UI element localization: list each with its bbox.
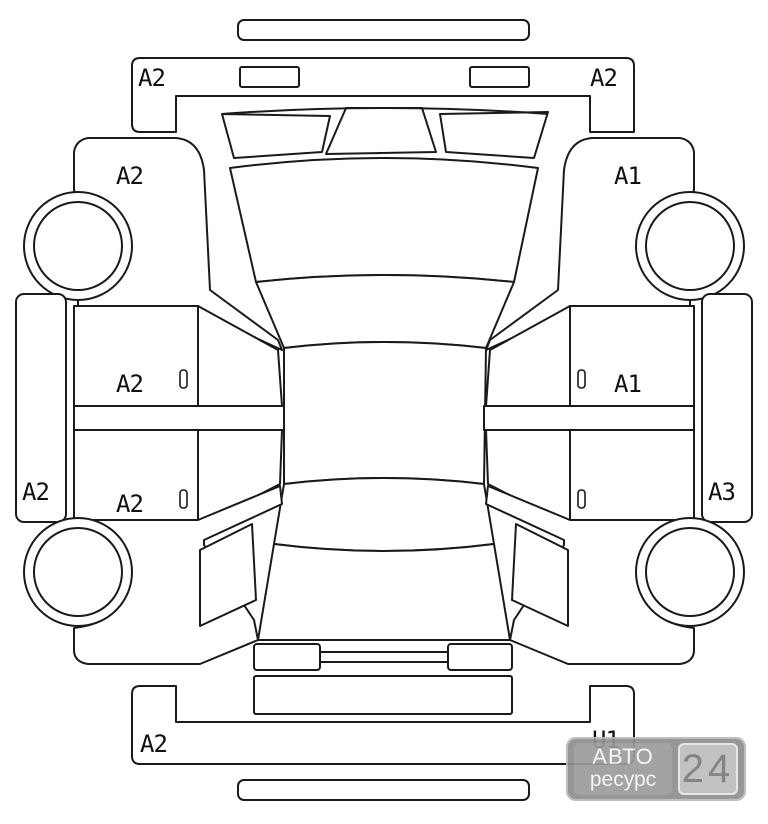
left-front-handle <box>179 369 188 389</box>
watermark-number: 24 <box>678 743 738 795</box>
right-front-rim <box>645 201 735 291</box>
left-rear-rim <box>33 527 123 617</box>
right-rear-door-outer <box>569 429 695 527</box>
windshield <box>255 274 515 349</box>
trunk-lid <box>257 543 511 641</box>
code-left-rocker: A2 <box>22 478 50 506</box>
front-right-lamp <box>469 66 530 88</box>
watermark-line1: АВТО <box>592 744 654 769</box>
left-headlight <box>221 113 331 159</box>
code-left-front-fender: A2 <box>116 162 144 190</box>
code-front-bumper-right: A2 <box>590 64 618 92</box>
code-right-front-fender: A1 <box>614 162 642 190</box>
left-front-rim <box>33 201 123 291</box>
rear-panel-lines <box>320 651 448 663</box>
left-taillight <box>253 643 321 671</box>
watermark-text: АВТО ресурс <box>574 743 672 795</box>
right-taillight <box>447 643 513 671</box>
right-rocker-panel <box>701 293 753 523</box>
front-grille <box>325 107 437 155</box>
rear-panel <box>253 675 513 715</box>
left-rear-quarter-glass <box>199 523 257 627</box>
left-rear-window <box>197 429 283 527</box>
left-rear-handle <box>179 489 188 509</box>
watermark-logo: АВТО ресурс 24 <box>566 737 746 801</box>
right-front-handle <box>577 369 586 389</box>
roof <box>283 341 487 485</box>
right-rear-window <box>485 429 571 527</box>
code-front-bumper-left: A2 <box>138 64 166 92</box>
rear-strip <box>237 779 530 801</box>
rear-glass <box>273 477 495 552</box>
code-rear-bumper-left: A2 <box>140 730 168 758</box>
right-rear-handle <box>577 489 586 509</box>
right-pillar-strip <box>483 405 695 431</box>
front-strip <box>237 19 530 41</box>
left-pillar-strip <box>73 405 285 431</box>
right-headlight <box>439 111 549 159</box>
hood <box>229 157 539 283</box>
right-rear-quarter-glass <box>511 523 569 627</box>
code-right-front-door: A1 <box>614 370 642 398</box>
left-rocker-panel <box>15 293 67 523</box>
front-panel-line <box>221 107 549 115</box>
code-left-front-door: A2 <box>116 370 144 398</box>
code-right-rocker: A3 <box>708 478 736 506</box>
watermark-line2: ресурс <box>589 768 657 791</box>
code-left-rear-door: A2 <box>116 490 144 518</box>
front-left-lamp <box>239 66 300 88</box>
right-rear-rim <box>645 527 735 617</box>
